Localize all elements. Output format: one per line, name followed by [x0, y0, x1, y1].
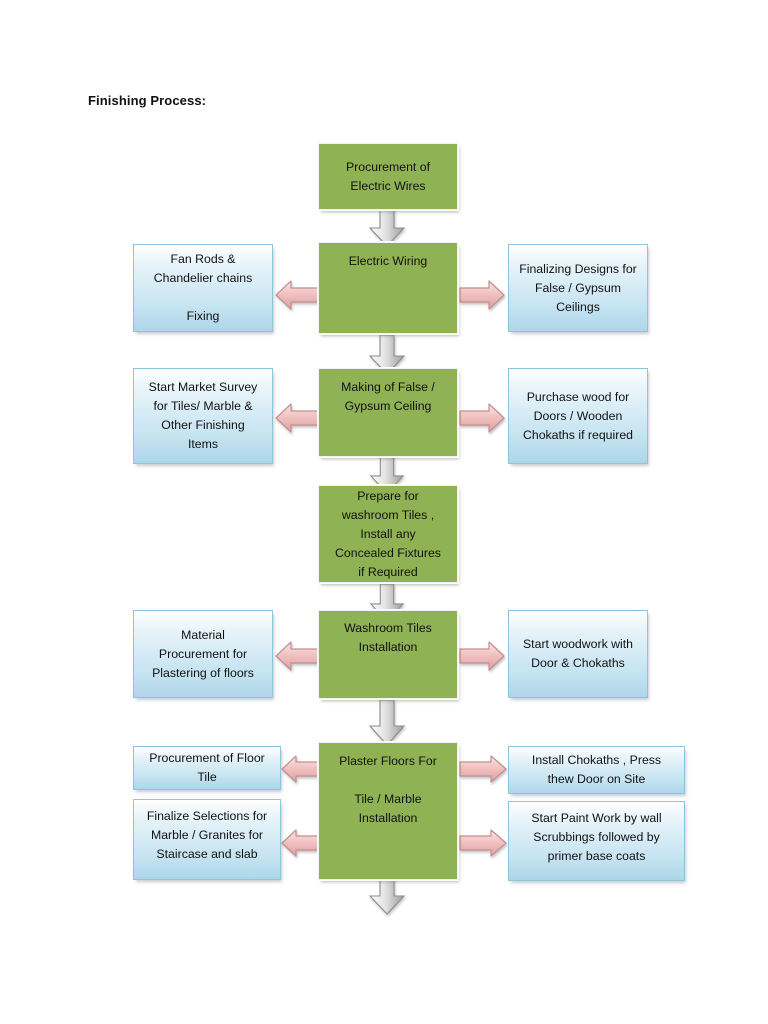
node-line: Tile / Marble [354, 792, 422, 806]
node-line: Tile [197, 770, 217, 784]
node-line: thew Door on Site [547, 772, 646, 786]
node-finalizing-designs[interactable]: Finalizing Designs for False / Gypsum Ce… [508, 244, 648, 332]
node-line: Install Chokaths , Press [531, 753, 662, 767]
node-line: for Tiles/ Marble & [153, 399, 253, 413]
node-line: Plaster Floors For [339, 754, 437, 768]
down-arrow-5 [368, 699, 406, 747]
node-start-paint-work[interactable]: Start Paint Work by wall Scrubbings foll… [508, 801, 685, 881]
node-line: primer base coats [547, 849, 646, 863]
node-line: Install any [360, 526, 416, 541]
node-line: Ceilings [556, 299, 600, 314]
node-line: Fixing [186, 309, 220, 323]
node-line: Door & Chokaths [531, 656, 625, 670]
node-line: Start Market Survey [148, 380, 258, 394]
page-title: Finishing Process: [88, 93, 207, 108]
node-finalize-selections[interactable]: Finalize Selections for Marble / Granite… [133, 799, 281, 880]
node-fan-rods[interactable]: Fan Rods & Chandelier chains Fixing [133, 244, 273, 332]
node-line: Procurement of Floor [149, 751, 265, 765]
node-procurement-floor-tile[interactable]: Procurement of Floor Tile [133, 746, 281, 790]
node-start-woodwork[interactable]: Start woodwork with Door & Chokaths [508, 610, 648, 698]
down-arrow-1 [368, 206, 406, 248]
left-arrow-washroom-tiles [274, 638, 322, 674]
node-line: Installation [358, 811, 418, 825]
node-line: Staircase and slab [156, 847, 258, 861]
node-market-survey[interactable]: Start Market Survey for Tiles/ Marble & … [133, 368, 273, 464]
node-prepare-washroom[interactable]: Prepare for washroom Tiles , Install any… [318, 485, 458, 583]
node-making-false-ceiling[interactable]: Making of False / Gypsum Ceiling [318, 368, 458, 457]
node-material-procurement[interactable]: Material Procurement for Plastering of f… [133, 610, 273, 698]
right-arrow-plaster-lower [458, 826, 508, 860]
node-line: Doors / Wooden [533, 408, 623, 423]
node-line: Other Finishing [161, 418, 245, 432]
node-line: Washroom Tiles [344, 621, 432, 635]
node-line: Installation [358, 640, 418, 654]
node-line: Finalizing Designs for [519, 261, 637, 276]
node-plaster-floors[interactable]: Plaster Floors For Tile / Marble Install… [318, 742, 458, 880]
node-line: Electric Wires [350, 178, 426, 193]
node-line: Plastering of floors [152, 665, 254, 680]
node-procurement-wires[interactable]: Procurement of Electric Wires [318, 143, 458, 210]
right-arrow-electric-wiring [458, 277, 506, 313]
node-line: Making of False / [341, 380, 435, 394]
node-line: if Required [358, 564, 418, 579]
node-purchase-wood[interactable]: Purchase wood for Doors / Wooden Chokath… [508, 368, 648, 464]
node-line: Start woodwork with [522, 637, 634, 651]
down-arrow-3 [368, 455, 406, 495]
node-line: Chokaths if required [522, 427, 634, 442]
right-arrow-washroom-tiles [458, 638, 506, 674]
down-arrow-6 [368, 874, 406, 916]
node-line: Finalize Selections for [146, 809, 268, 823]
node-line: Items [187, 437, 219, 451]
node-washroom-tiles[interactable]: Washroom Tiles Installation [318, 610, 458, 699]
node-line: Procurement for [158, 646, 248, 661]
right-arrow-false-ceiling [458, 400, 506, 436]
node-install-chokaths[interactable]: Install Chokaths , Press thew Door on Si… [508, 746, 685, 794]
node-line: Start Paint Work by wall [531, 811, 662, 825]
node-line: Scrubbings followed by [533, 830, 660, 844]
node-line: washroom Tiles , [341, 507, 435, 522]
node-line: Prepare for [357, 488, 419, 503]
node-line: Concealed Fixtures [335, 545, 441, 560]
node-line: Procurement of [345, 159, 431, 174]
node-line: Purchase wood for [526, 389, 630, 404]
node-line: Fan Rods & [170, 252, 236, 266]
node-line: Marble / Granites for [150, 828, 264, 842]
node-electric-wiring[interactable]: Electric Wiring [318, 242, 458, 334]
node-line: False / Gypsum [534, 280, 622, 295]
node-line: Material [181, 627, 225, 642]
node-line: Electric Wiring [348, 254, 428, 268]
left-arrow-false-ceiling [274, 400, 322, 436]
down-arrow-2 [368, 334, 406, 376]
left-arrow-electric-wiring [274, 277, 322, 313]
right-arrow-plaster-upper [458, 752, 508, 786]
node-line: Chandelier chains [153, 271, 253, 285]
node-line: Gypsum Ceiling [344, 399, 432, 413]
